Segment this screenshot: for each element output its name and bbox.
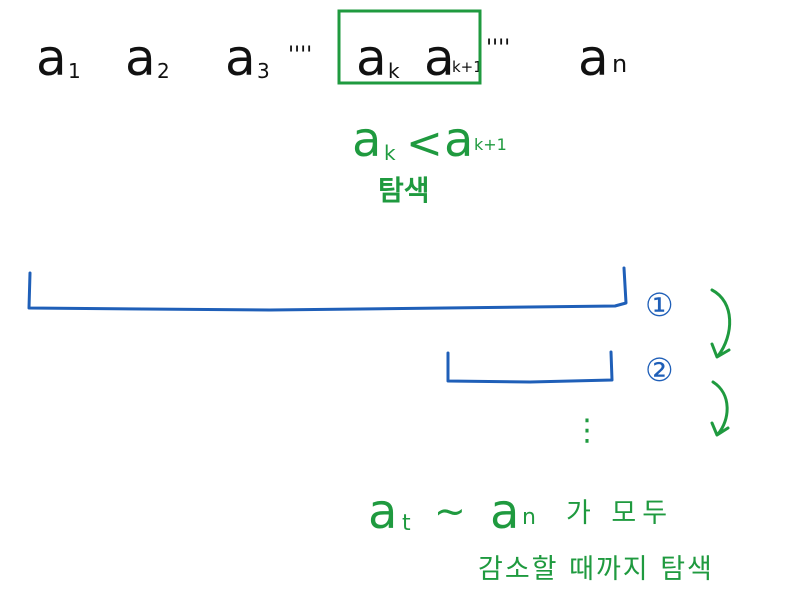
note-an-base: a (490, 484, 519, 540)
cond-left-base: a (352, 112, 381, 168)
seq-a3-sub: 3 (257, 59, 270, 83)
seq-a1-base: a (36, 29, 67, 87)
seq-ak1-sub: k+1 (452, 58, 483, 76)
step-1-marker: ① (645, 286, 674, 324)
seq-ak-base: a (356, 29, 387, 87)
seq-ellipsis-left: '''' (288, 43, 312, 68)
seq-ak1-base: a (424, 29, 455, 87)
seq-a2-base: a (125, 29, 156, 87)
range-bracket-1 (27, 266, 628, 312)
note-group: a t ~ a n 가 모두 감소할 때까지 탐색 (368, 484, 714, 585)
cond-operator: < (406, 118, 443, 169)
seq-a2-sub: 2 (157, 59, 170, 83)
note-at-sub: t (402, 511, 411, 536)
continuation-dots: ⋮ (572, 413, 602, 448)
condition-group: a k < a k+1 탐색 (352, 112, 507, 207)
note-tilde: ~ (434, 489, 466, 533)
cond-right-sub: k+1 (474, 135, 507, 154)
note-at-base: a (368, 484, 397, 540)
step-2-marker: ② (645, 351, 674, 389)
seq-a1-sub: 1 (68, 59, 81, 83)
seq-an-sub: n (612, 50, 627, 78)
seq-ellipsis-right: '''' (486, 36, 510, 61)
seq-an-base: a (578, 29, 609, 87)
highlight-box (337, 9, 482, 85)
arrow-down-icon (710, 288, 732, 359)
note-an-sub: n (522, 505, 536, 530)
seq-a3-base: a (225, 29, 256, 87)
arrow-down-icon-2 (710, 380, 730, 437)
note-line2: 감소할 때까지 탐색 (478, 554, 714, 585)
range-bracket-2 (446, 350, 614, 384)
cond-label: 탐색 (378, 174, 430, 207)
sequence-row: a 1 a 2 a 3 '''' a k a k+1 '''' a n (36, 29, 627, 87)
note-line1-text: 가 모두 (566, 498, 673, 529)
cond-right-base: a (444, 112, 473, 168)
cond-left-sub: k (384, 141, 396, 165)
seq-ak-sub: k (388, 59, 400, 83)
